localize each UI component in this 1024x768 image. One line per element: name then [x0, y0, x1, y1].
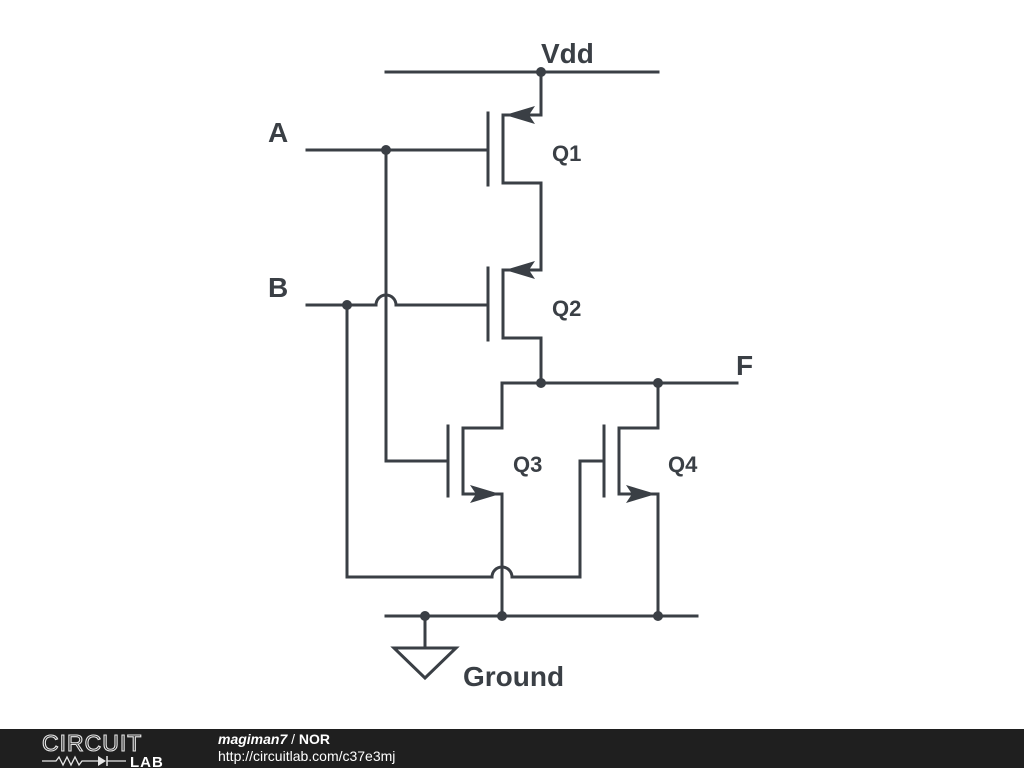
circuitlab-logo[interactable]: CIRCUIT LAB: [40, 730, 180, 768]
junction-q4-source: [653, 611, 663, 621]
junction-f-right: [653, 378, 663, 388]
junction-q3-source: [497, 611, 507, 621]
circuit-byline: magiman7 / NOR: [218, 731, 395, 748]
input-b-label: B: [268, 272, 288, 303]
junction-b: [342, 300, 352, 310]
author-link[interactable]: magiman7: [218, 731, 288, 747]
q2-label: Q2: [552, 296, 581, 321]
circuit-meta: magiman7 / NOR http://circuitlab.com/c37…: [218, 731, 395, 765]
q3-source-arrow-icon: [470, 485, 500, 503]
junction-ground: [420, 611, 430, 621]
byline-separator: /: [287, 731, 299, 747]
output-f-label: F: [736, 350, 753, 381]
logo-resistor-diode-icon: [42, 755, 126, 767]
circuit-title[interactable]: NOR: [298, 731, 331, 747]
logo-circuit-text: CIRCUIT: [42, 730, 142, 756]
circuit-url[interactable]: http://circuitlab.com/c37e3mj: [218, 748, 396, 764]
footer-bar: CIRCUIT LAB magiman7 / NOR http://circui…: [0, 729, 1024, 768]
q3-label: Q3: [513, 452, 542, 477]
q2-source-arrow-icon: [505, 261, 535, 279]
b-bottom-wire: [345, 459, 606, 579]
transistor-q2: [486, 261, 543, 385]
junction-vdd: [536, 67, 546, 77]
q1-label: Q1: [552, 141, 581, 166]
logo-lab-text: LAB: [130, 754, 164, 768]
q4-source-arrow-icon: [626, 485, 656, 503]
transistor-q3: [446, 381, 504, 618]
q4-label: Q4: [668, 452, 698, 477]
q1-source-arrow-icon: [505, 106, 535, 124]
transistor-q4: [602, 381, 660, 618]
junction-f-left: [536, 378, 546, 388]
junction-a: [381, 145, 391, 155]
vdd-label: Vdd: [541, 38, 594, 69]
input-b-wire: [305, 293, 490, 307]
transistor-q1: [486, 70, 543, 272]
ground-label: Ground: [463, 661, 564, 692]
input-a-label: A: [268, 117, 288, 148]
ground-icon: [390, 646, 460, 681]
